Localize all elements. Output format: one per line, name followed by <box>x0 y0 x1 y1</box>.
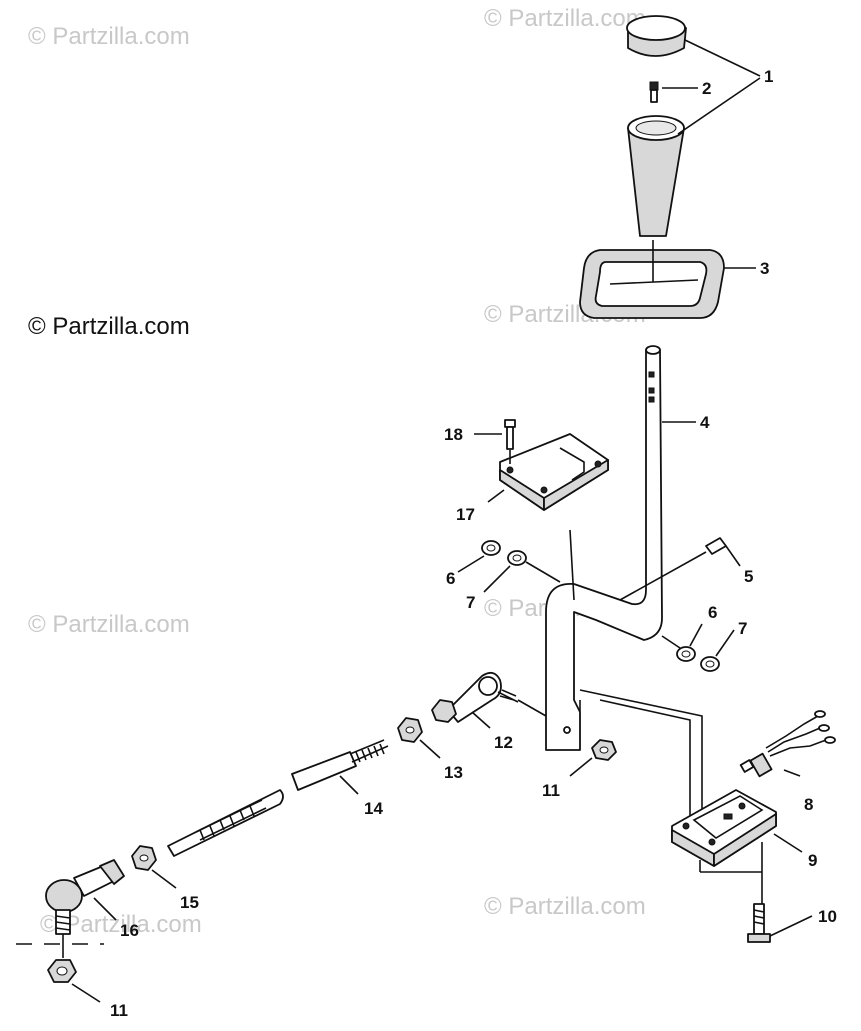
switch-base <box>671 789 777 867</box>
callout-18: 18 <box>444 425 463 444</box>
neutral-switch <box>739 710 836 778</box>
lock-nut-upper <box>591 739 617 761</box>
pivot-pin <box>705 537 727 555</box>
callout-6-left: 6 <box>446 569 455 588</box>
callout-7-right: 7 <box>738 619 747 638</box>
watermark-top-center: © Partzilla.com <box>484 5 646 32</box>
callout-2: 2 <box>702 79 711 98</box>
callout-4: 4 <box>700 413 710 432</box>
callout-11-upper: 11 <box>542 781 560 800</box>
callout-10: 10 <box>818 907 837 926</box>
base-bolt <box>747 903 771 943</box>
jam-nut <box>397 717 423 743</box>
watermark-mid-left: © Partzilla.com <box>28 611 190 638</box>
watermark-top-left: © Partzilla.com <box>28 23 190 50</box>
rod-end-upper <box>431 671 519 723</box>
callout-8: 8 <box>804 795 813 814</box>
watermark-bottom-right: © Partzilla.com <box>484 893 646 920</box>
mounting-plate <box>499 433 609 511</box>
washer-7-lower <box>700 656 720 672</box>
set-screw <box>649 81 659 103</box>
shift-lever <box>545 345 663 751</box>
callout-1: 1 <box>764 67 773 86</box>
callout-12: 12 <box>494 733 513 752</box>
callout-13: 13 <box>444 763 463 782</box>
shift-boot <box>579 240 725 319</box>
rod-nut <box>131 845 157 871</box>
ball-joint <box>45 859 125 935</box>
callout-11-lower: 11 <box>110 1001 128 1020</box>
shift-rod <box>167 739 389 857</box>
callout-5: 5 <box>744 567 753 586</box>
callout-17: 17 <box>456 505 475 524</box>
callout-15: 15 <box>180 893 199 912</box>
callout-6-right: 6 <box>708 603 717 622</box>
mount-bolt <box>504 419 516 450</box>
watermark-left-dark: © Partzilla.com <box>28 313 190 340</box>
shift-knob-cap <box>626 15 687 57</box>
callout-14: 14 <box>364 799 383 818</box>
callout-3: 3 <box>760 259 769 278</box>
washer-6-upper <box>481 540 501 556</box>
washer-7-upper <box>507 550 527 566</box>
shift-knob-body <box>627 115 685 237</box>
washer-6-lower <box>676 646 696 662</box>
lock-nut-lower <box>47 959 77 983</box>
callout-7-left: 7 <box>466 593 475 612</box>
callout-leaders <box>71 39 813 1003</box>
callout-9: 9 <box>808 851 817 870</box>
callout-16: 16 <box>120 921 139 940</box>
